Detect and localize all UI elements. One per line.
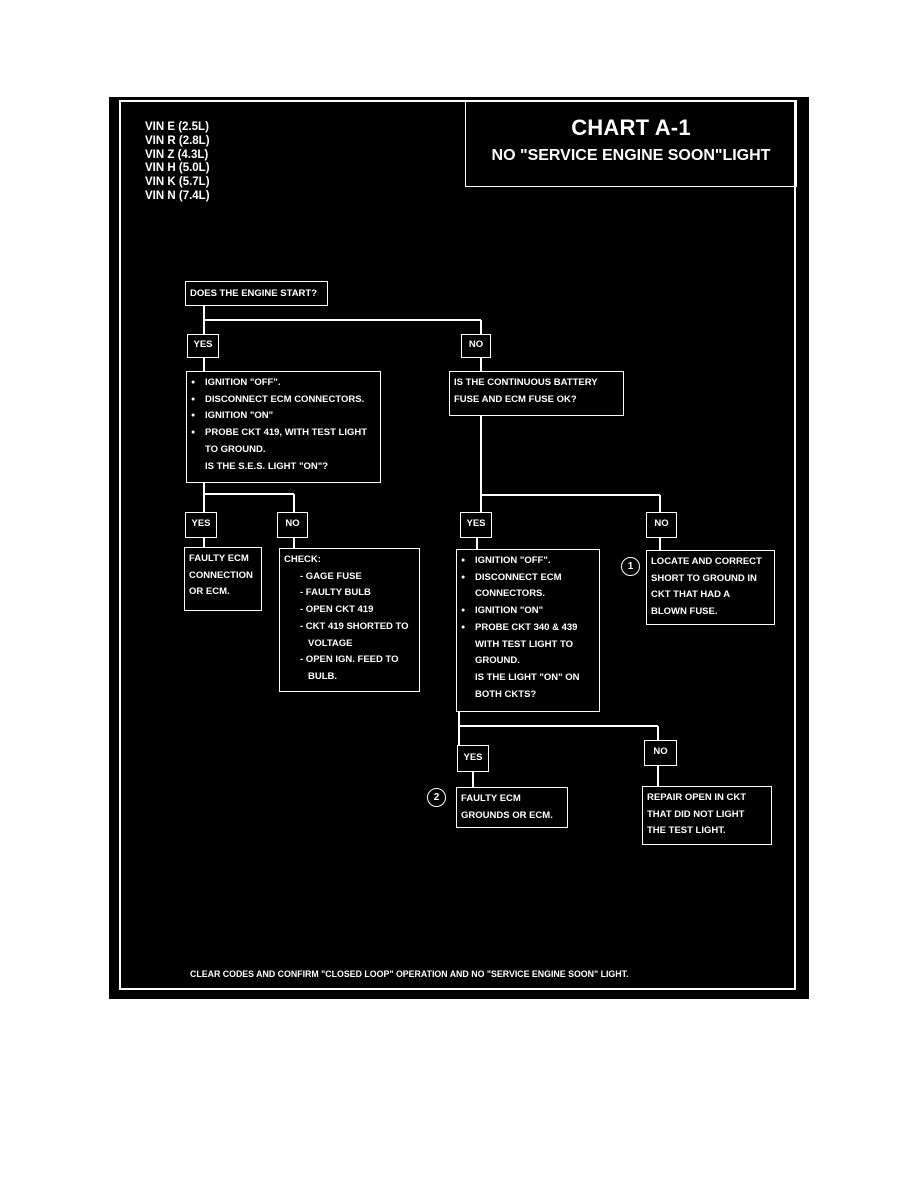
step-text: DISCONNECT ECM — [461, 570, 595, 587]
vin-code: VIN E (2.5L) — [145, 121, 209, 133]
step-text: TO GROUND. — [205, 443, 266, 455]
vin-code: VIN H (5.0L) — [145, 162, 210, 175]
step-text: - OPEN CKT 419 — [300, 604, 374, 616]
step-text: BOTH CKTS? — [475, 688, 537, 700]
no-label-2: NO — [277, 512, 308, 538]
yes-label-1: YES — [187, 334, 219, 358]
ignition-test-box-2: IGNITION "OFF". DISCONNECT ECM CONNECTOR… — [456, 549, 600, 712]
step-text: IGNITION "OFF". — [461, 553, 595, 570]
yes-label-3: YES — [460, 512, 492, 538]
step-text: BULB. — [308, 670, 338, 682]
no-label-1: NO — [461, 334, 491, 358]
step-text: GROUND. — [475, 655, 520, 667]
step-text: - OPEN IGN. FEED TO — [300, 654, 399, 666]
vin-code: VIN K (5.7L) — [145, 176, 210, 189]
step-text: PROBE CKT 419, WITH TEST LIGHT — [191, 425, 376, 442]
step-text: IS THE CONTINUOUS BATTERY — [454, 377, 598, 388]
step-text: - GAGE FUSE — [300, 570, 362, 582]
step-text: THE TEST LIGHT. — [647, 825, 726, 837]
locate-short-box: LOCATE AND CORRECT SHORT TO GROUND IN CK… — [646, 550, 775, 625]
step-text: IS THE LIGHT "ON" ON — [475, 671, 580, 683]
chart-subtitle: NO "SERVICE ENGINE SOON"LIGHT — [491, 147, 771, 164]
vin-code-list: VIN E (2.5L) VIN R (2.8L) VIN Z (4.3L) V… — [145, 121, 210, 204]
faulty-ecm-connection-box: FAULTY ECM CONNECTION OR ECM. — [184, 547, 262, 611]
note-marker-1: 1 — [621, 557, 640, 576]
step-text: THAT DID NOT LIGHT — [647, 808, 745, 820]
ignition-test-box-1: IGNITION "OFF". DISCONNECT ECM CONNECTOR… — [186, 371, 381, 483]
step-text: SHORT TO GROUND IN — [651, 572, 757, 584]
step-text: PROBE CKT 340 & 439 — [461, 620, 595, 637]
step-text: IS THE S.E.S. LIGHT "ON"? — [205, 460, 329, 472]
step-text: CHECK: — [284, 554, 321, 565]
vin-code: VIN N (7.4L) — [145, 189, 210, 202]
step-text: LOCATE AND CORRECT — [651, 556, 762, 567]
step-text: GROUNDS OR ECM. — [461, 809, 553, 821]
step-text: WITH TEST LIGHT TO — [475, 638, 573, 650]
step-text: IGNITION "OFF". — [191, 375, 376, 392]
step-text: CONNECTION — [189, 569, 253, 581]
no-label-3: NO — [646, 512, 677, 538]
step-text: BLOWN FUSE. — [651, 606, 718, 618]
vin-code: VIN R (2.8L) — [145, 134, 210, 147]
yes-label-4: YES — [457, 745, 489, 772]
fuse-question-box: IS THE CONTINUOUS BATTERY FUSE AND ECM F… — [449, 371, 624, 416]
step-text: REPAIR OPEN IN CKT — [647, 792, 747, 803]
step-text: DISCONNECT ECM CONNECTORS. — [191, 392, 376, 409]
chart-title-box: CHART A-1 NO "SERVICE ENGINE SOON"LIGHT — [465, 100, 797, 187]
step-text: IGNITION "ON" — [461, 603, 595, 620]
step-text: OR ECM. — [189, 586, 230, 598]
chart-background — [109, 97, 809, 999]
step-text: FUSE AND ECM FUSE OK? — [454, 393, 577, 405]
check-list-box: CHECK: - GAGE FUSE - FAULTY BULB - OPEN … — [279, 548, 420, 692]
step-text: - CKT 419 SHORTED TO — [300, 620, 409, 632]
step-text: CONNECTORS. — [475, 588, 546, 600]
start-question-box: DOES THE ENGINE START? — [185, 281, 328, 306]
vin-code: VIN Z (4.3L) — [145, 148, 209, 161]
step-text: FAULTY ECM — [189, 553, 249, 564]
step-text: CKT THAT HAD A — [651, 589, 731, 601]
repair-open-box: REPAIR OPEN IN CKT THAT DID NOT LIGHT TH… — [642, 786, 772, 845]
note-marker-2: 2 — [427, 788, 446, 807]
footer-instruction: CLEAR CODES AND CONFIRM "CLOSED LOOP" OP… — [190, 969, 629, 979]
faulty-ecm-grounds-box: FAULTY ECM GROUNDS OR ECM. — [456, 787, 568, 828]
start-question-text: DOES THE ENGINE START? — [190, 288, 318, 299]
yes-label-2: YES — [185, 512, 217, 538]
no-label-4: NO — [644, 740, 677, 766]
step-text: VOLTAGE — [308, 637, 353, 649]
step-text: - FAULTY BULB — [300, 587, 371, 599]
chart-border — [119, 100, 796, 990]
step-text: IGNITION "ON" — [191, 408, 376, 425]
step-text: FAULTY ECM — [461, 793, 521, 804]
chart-title: CHART A-1 — [571, 115, 691, 140]
